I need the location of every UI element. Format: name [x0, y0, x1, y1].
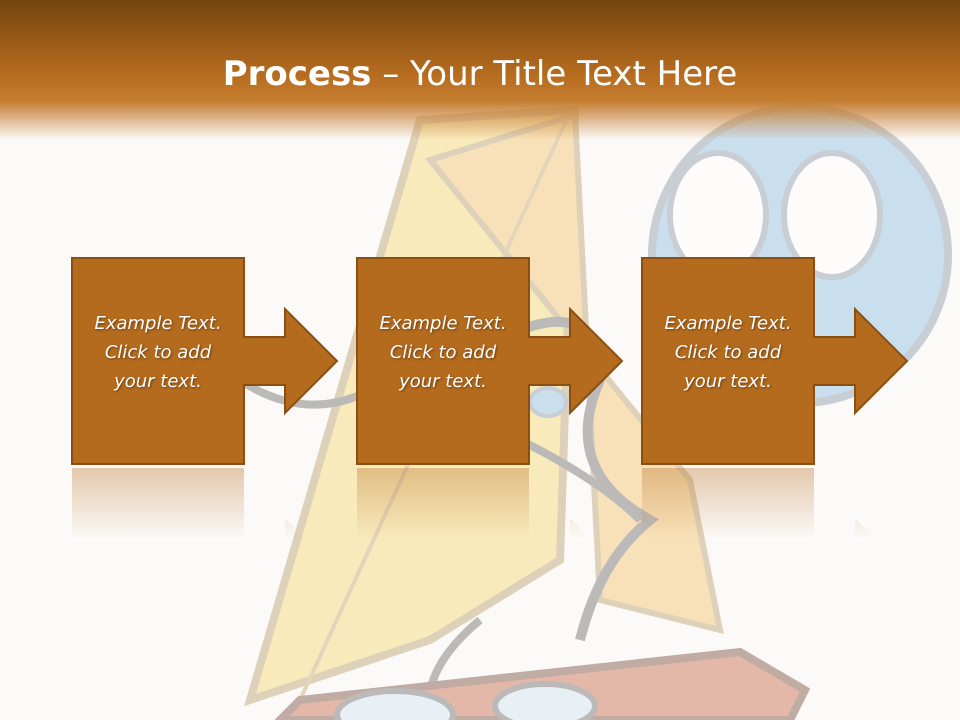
step-text: Example Text. Click to add your text. — [358, 309, 528, 396]
step-reflection — [357, 468, 588, 540]
step-text-line: Example Text. — [379, 313, 507, 334]
step-text: Example Text. Click to add your text. — [73, 309, 243, 396]
step-text-line: Example Text. — [664, 313, 792, 334]
step-reflection — [72, 468, 303, 540]
step-text-line: Example Text. — [94, 313, 222, 334]
slide-title-rest: – Your Title Text Here — [371, 54, 738, 94]
step-text-line: your text. — [399, 371, 487, 392]
process-step-1[interactable]: Example Text. Click to add your text. — [71, 257, 341, 465]
slide-title-bold: Process — [222, 54, 372, 94]
step-arrow-shape — [356, 257, 624, 465]
step-arrow-shape — [71, 257, 339, 465]
step-text: Example Text. Click to add your text. — [643, 309, 813, 396]
step-text-line: Click to add — [104, 342, 212, 363]
slide-title[interactable]: Process – Your Title Text Here — [0, 52, 960, 96]
title-band — [0, 0, 960, 140]
step-text-line: Click to add — [389, 342, 497, 363]
step-text-line: your text. — [114, 371, 202, 392]
step-text-line: your text. — [684, 371, 772, 392]
step-arrow-shape — [641, 257, 909, 465]
process-step-2[interactable]: Example Text. Click to add your text. — [356, 257, 626, 465]
step-reflection — [642, 468, 873, 540]
process-step-3[interactable]: Example Text. Click to add your text. — [641, 257, 911, 465]
step-text-line: Click to add — [674, 342, 782, 363]
